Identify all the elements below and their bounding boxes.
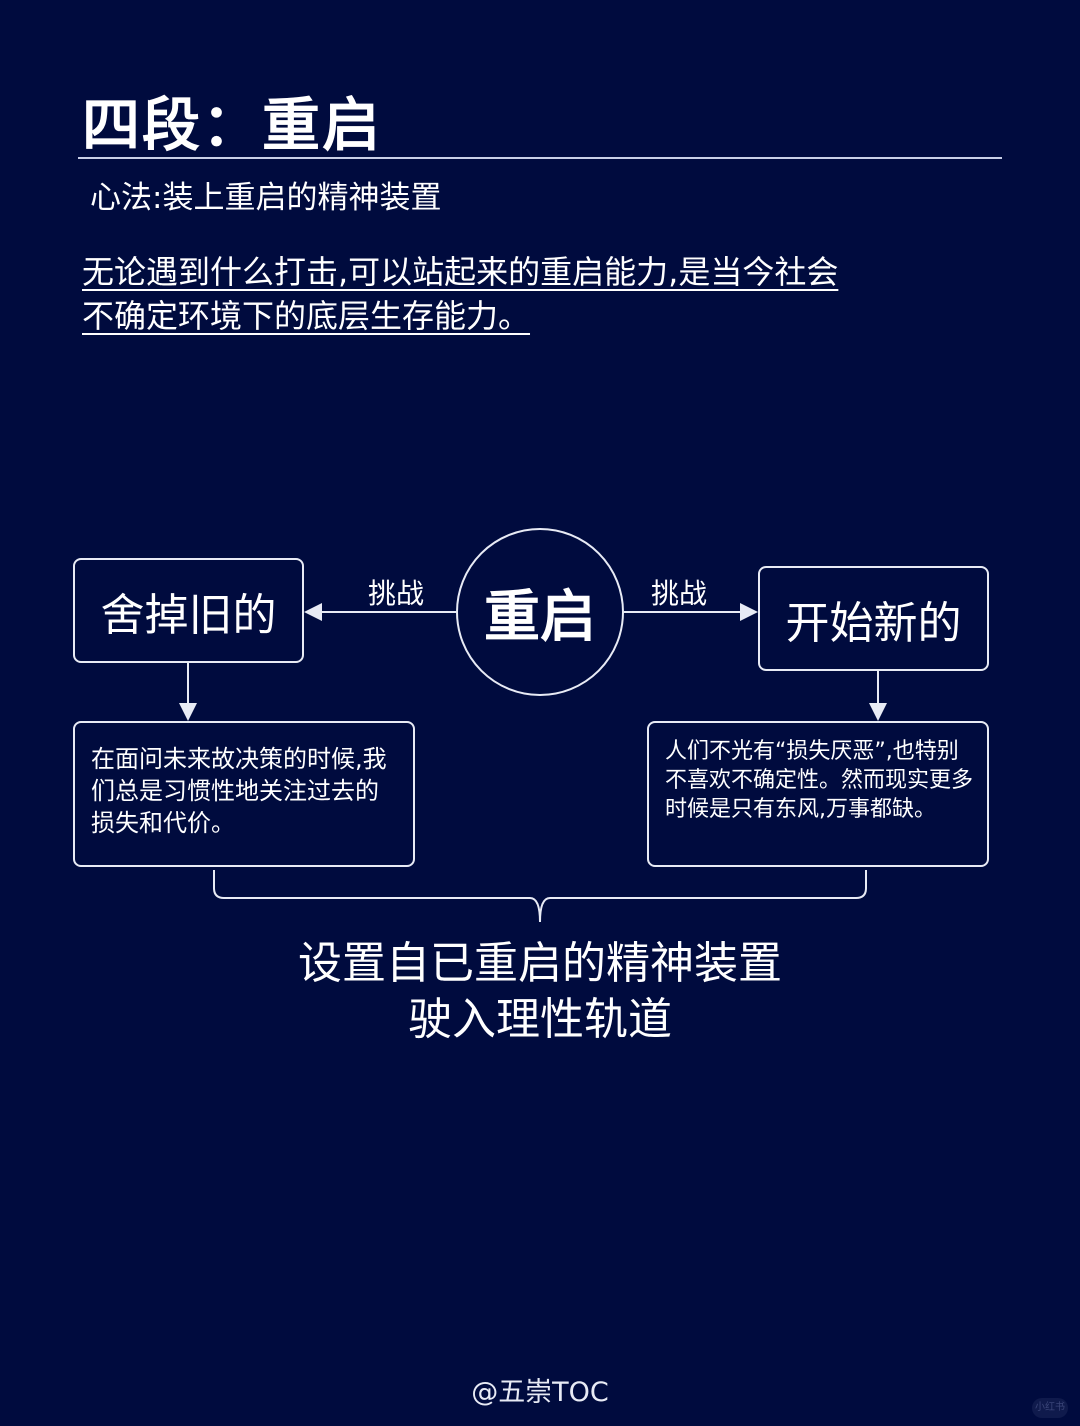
- edge-label-left: 挑战: [368, 577, 425, 610]
- page-title: 四段：重启: [82, 91, 383, 159]
- node-start-new: 开始新的: [758, 566, 989, 671]
- quote-line-2: 不确定环境下的底层生存能力。: [82, 297, 531, 335]
- desc-box-left: 在面问未来故决策的时候,我们总是习惯性地关注过去的损失和代价。: [73, 721, 415, 867]
- node-restart-center: 重启: [456, 528, 624, 696]
- key-quote: 无论遇到什么打击,可以站起来的重启能力,是当今社会 不确定环境下的底层生存能力。: [82, 250, 982, 338]
- subtitle: 心法:装上重启的精神装置: [90, 180, 442, 216]
- center-label: 重启: [484, 584, 596, 650]
- conclusion: 设置自已重启的精神装置 驶入理性轨道: [0, 936, 1080, 1048]
- desc-right-text: 人们不光有“损失厌恶”,也特别不喜欢不确定性。然而现实更多时候是只有东风,万事都…: [665, 739, 974, 822]
- node-start-new-label: 开始新的: [785, 597, 962, 649]
- desc-box-right: 人们不光有“损失厌恶”,也特别不喜欢不确定性。然而现实更多时候是只有东风,万事都…: [647, 721, 989, 867]
- title-divider: [78, 157, 1002, 159]
- author-credit: @五崇TOC: [471, 1377, 609, 1408]
- conclusion-line-2: 驶入理性轨道: [408, 994, 672, 1045]
- conclusion-line-1: 设置自已重启的精神装置: [298, 938, 782, 989]
- watermark-badge: 小红书: [1032, 1398, 1068, 1418]
- merge-brace: [213, 870, 867, 923]
- quote-line-1: 无论遇到什么打击,可以站起来的重启能力,是当今社会: [82, 253, 839, 291]
- edge-label-right: 挑战: [651, 577, 708, 610]
- node-let-go-old: 舍掉旧的: [73, 558, 304, 663]
- desc-left-text: 在面问未来故决策的时候,我们总是习惯性地关注过去的损失和代价。: [91, 745, 387, 837]
- node-let-go-old-label: 舍掉旧的: [100, 589, 277, 641]
